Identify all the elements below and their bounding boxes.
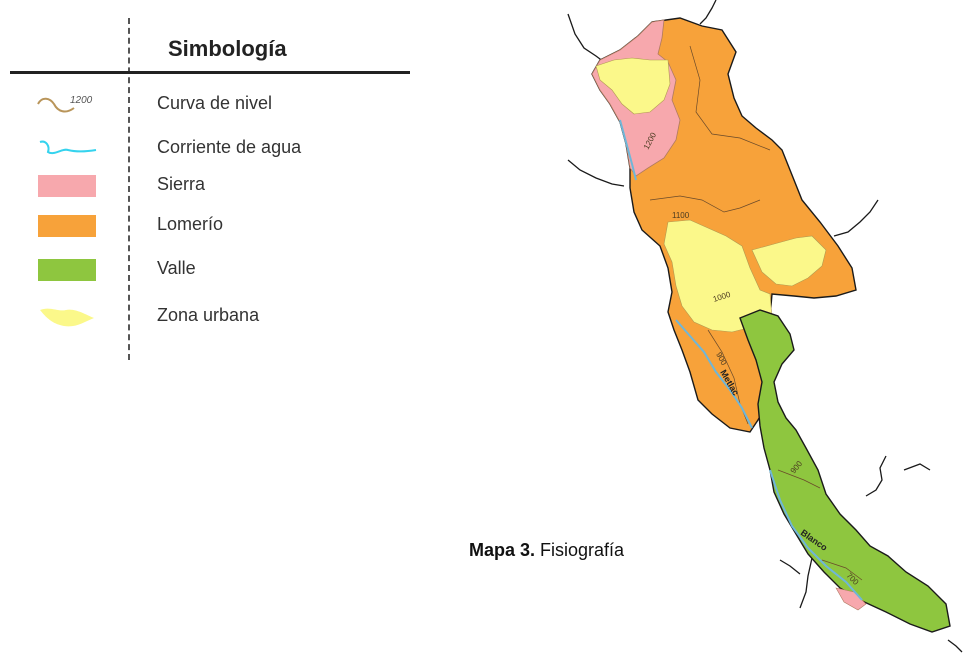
legend-divider	[128, 18, 130, 360]
legend-label: Curva de nivel	[157, 93, 273, 113]
boundary-line	[699, 0, 717, 25]
boundary-line	[567, 13, 605, 63]
lomerio-swatch	[38, 215, 96, 237]
river-blanco	[769, 469, 863, 601]
legend-item-water: Corriente de agua	[0, 134, 420, 164]
river-north	[619, 119, 637, 181]
legend-label: Valle	[157, 258, 196, 278]
legend-label: Corriente de agua	[157, 137, 302, 157]
urban-zone-icon	[36, 304, 98, 330]
internal-line	[821, 559, 863, 581]
boundary-line	[903, 463, 931, 471]
legend-item-contour: 1200 Curva de nivel	[0, 90, 420, 120]
legend-title: Simbología	[168, 36, 287, 61]
river-metlac	[675, 319, 753, 429]
valle-swatch	[38, 259, 96, 281]
urban-area	[751, 235, 827, 287]
legend-item-sierra: Sierra	[0, 171, 420, 201]
internal-line	[649, 195, 761, 213]
legend-item-lomerio: Lomerío	[0, 211, 420, 241]
legend-label: Sierra	[157, 174, 206, 194]
boundary-line	[833, 199, 879, 237]
water-stream-icon	[36, 136, 98, 162]
legend-rule	[10, 71, 410, 74]
legend-label: Lomerío	[157, 214, 224, 234]
legend-label: Zona urbana	[157, 305, 260, 325]
contour-line-icon: 1200	[36, 92, 98, 118]
sierra-area	[835, 587, 867, 611]
internal-line	[689, 45, 771, 151]
boundary-line	[947, 639, 963, 653]
caption-text: Fisiografía	[535, 540, 625, 560]
sierra-swatch	[38, 175, 96, 197]
map-caption: Mapa 3. Fisiografía	[469, 540, 624, 561]
contour-sample-label: 1200	[70, 95, 93, 106]
boundary-line	[779, 559, 801, 575]
legend-item-urbana: Zona urbana	[0, 302, 420, 332]
valle-area	[739, 309, 951, 633]
legend-item-valle: Valle	[0, 255, 420, 285]
urban-area	[595, 57, 671, 115]
contour-label: 1100	[672, 211, 690, 220]
caption-number: Mapa 3.	[469, 540, 536, 560]
boundary-line	[567, 159, 625, 187]
boundary-line	[865, 455, 887, 497]
internal-line	[777, 469, 821, 489]
